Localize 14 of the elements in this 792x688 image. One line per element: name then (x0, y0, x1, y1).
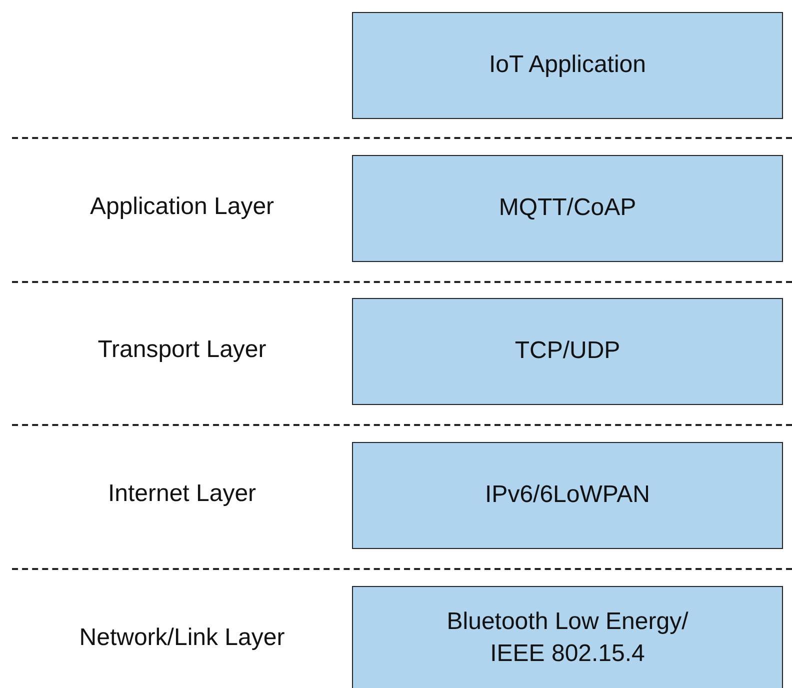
protocol-label: TCP/UDP (514, 336, 620, 366)
layer-label: Transport Layer (96, 335, 268, 365)
protocol-box (352, 12, 783, 119)
protocol-label: Bluetooth Low Energy/ IEEE 802.15.4 (446, 606, 690, 669)
protocol-box (352, 155, 783, 262)
protocol-label: IPv6/6LoWPAN (485, 480, 650, 510)
layer-label: Application Layer (88, 192, 276, 222)
protocol-label: IoT Application (489, 50, 646, 80)
layer-label: Internet Layer (106, 479, 258, 509)
layer-label: Network/Link Layer (78, 623, 286, 653)
protocol-box (352, 298, 783, 405)
protocol-box (352, 586, 783, 688)
protocol-label: MQTT/CoAP (498, 193, 636, 224)
protocol-box (352, 442, 783, 549)
